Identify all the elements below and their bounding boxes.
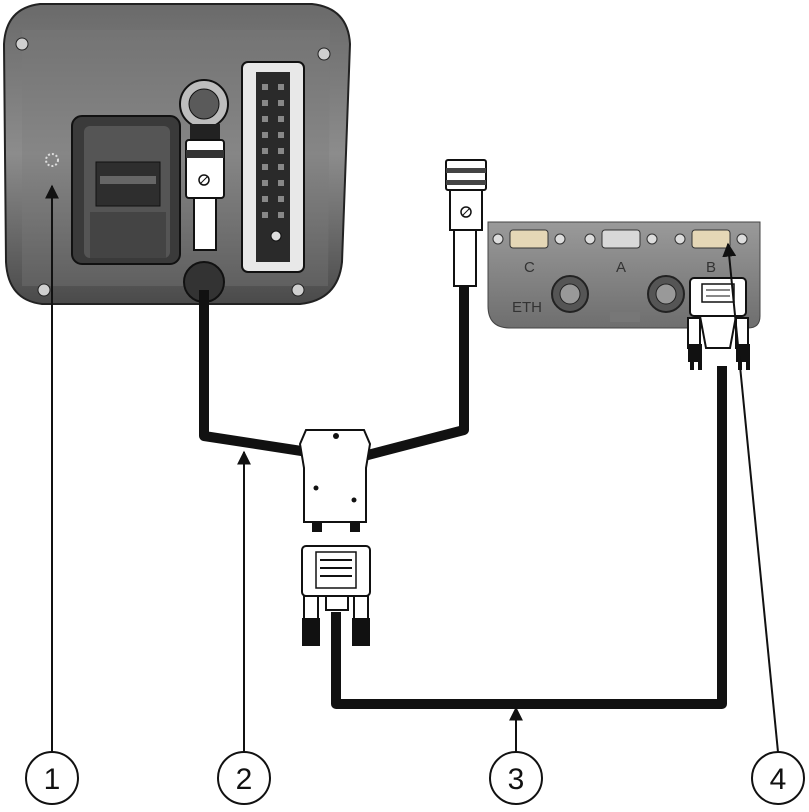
callout-3: 3 bbox=[489, 751, 543, 805]
screw-icon bbox=[291, 283, 305, 297]
port-a: A bbox=[584, 229, 658, 276]
terminal-multipin-connector bbox=[241, 61, 305, 273]
port-c: C bbox=[492, 229, 566, 276]
port-c-label: C bbox=[524, 259, 535, 276]
mounting-bracket bbox=[71, 115, 181, 265]
job-computer-sub-d-plug bbox=[687, 277, 750, 370]
callout-1-label: 1 bbox=[44, 763, 61, 796]
port-a-label: A bbox=[616, 259, 626, 276]
callout-4-label: 4 bbox=[770, 763, 787, 796]
sub-d-plug bbox=[301, 545, 371, 646]
cable-signal-to-y bbox=[362, 286, 469, 461]
round-socket bbox=[647, 275, 685, 313]
signal-plug bbox=[445, 159, 487, 287]
terminal-plug bbox=[185, 124, 225, 251]
screw-icon bbox=[317, 47, 331, 61]
eth-socket: ETH bbox=[512, 275, 589, 316]
port-b-label: B bbox=[706, 259, 716, 276]
callout-4: 4 bbox=[751, 751, 805, 805]
callout-2: 2 bbox=[217, 751, 271, 805]
speaker-icon bbox=[45, 153, 59, 167]
cable-terminal-to-y bbox=[199, 290, 309, 457]
terminal-round-socket bbox=[179, 79, 229, 129]
y-cable-housing bbox=[298, 429, 372, 532]
leader-line-4 bbox=[722, 242, 779, 753]
callout-1: 1 bbox=[25, 751, 79, 805]
terminal bbox=[2, 3, 352, 305]
screw-icon bbox=[37, 283, 51, 297]
callout-3-label: 3 bbox=[508, 763, 525, 796]
port-b: B bbox=[674, 229, 748, 276]
eth-label: ETH bbox=[512, 299, 542, 316]
cable-y-to-job-computer bbox=[331, 366, 727, 709]
callout-2-label: 2 bbox=[236, 763, 253, 796]
screw-icon bbox=[15, 37, 29, 51]
